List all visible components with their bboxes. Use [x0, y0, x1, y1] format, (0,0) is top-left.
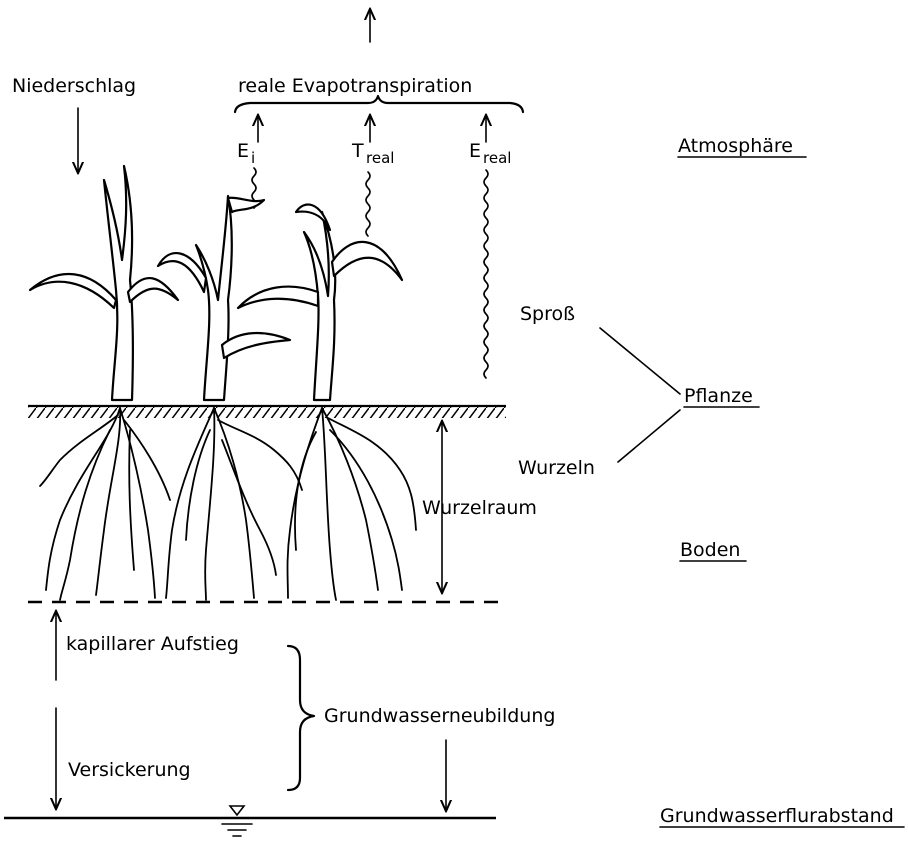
label-atmosphaere: Atmosphäre	[678, 135, 793, 157]
label-t-real: T	[351, 140, 364, 162]
label-versickerung: Versickerung	[68, 759, 191, 781]
label-spross: Sproß	[520, 303, 575, 325]
label-grundwasserflurabstand: Grundwasserflurabstand	[660, 805, 894, 827]
e-real-vapor	[484, 170, 488, 378]
label-t-real-sub: real	[366, 149, 394, 167]
evapotranspiration-brace	[235, 96, 523, 112]
label-reale-evapotranspiration: reale Evapotranspiration	[238, 75, 472, 97]
label-grundwasserneubildung: Grundwasserneubildung	[324, 705, 555, 727]
plant-shoots	[30, 166, 402, 400]
spross-connector	[600, 328, 680, 394]
label-e-i-sub: i	[251, 149, 255, 167]
label-wurzeln: Wurzeln	[518, 457, 595, 479]
label-niederschlag: Niederschlag	[12, 75, 136, 97]
water-table-symbol	[230, 806, 244, 815]
grundwasserneubildung-brace	[288, 646, 314, 790]
label-e-real: E	[469, 140, 481, 162]
ground-hatch	[28, 406, 506, 418]
label-wurzelraum: Wurzelraum	[422, 497, 537, 519]
label-boden: Boden	[680, 539, 740, 561]
wurzeln-connector	[618, 410, 680, 462]
roots	[40, 408, 416, 600]
label-kapillarer-aufstieg: kapillarer Aufstieg	[66, 633, 239, 655]
label-e-real-sub: real	[483, 149, 511, 167]
t-real-vapor	[366, 172, 370, 236]
label-pflanze: Pflanze	[684, 385, 753, 407]
label-e-i: E	[237, 140, 249, 162]
